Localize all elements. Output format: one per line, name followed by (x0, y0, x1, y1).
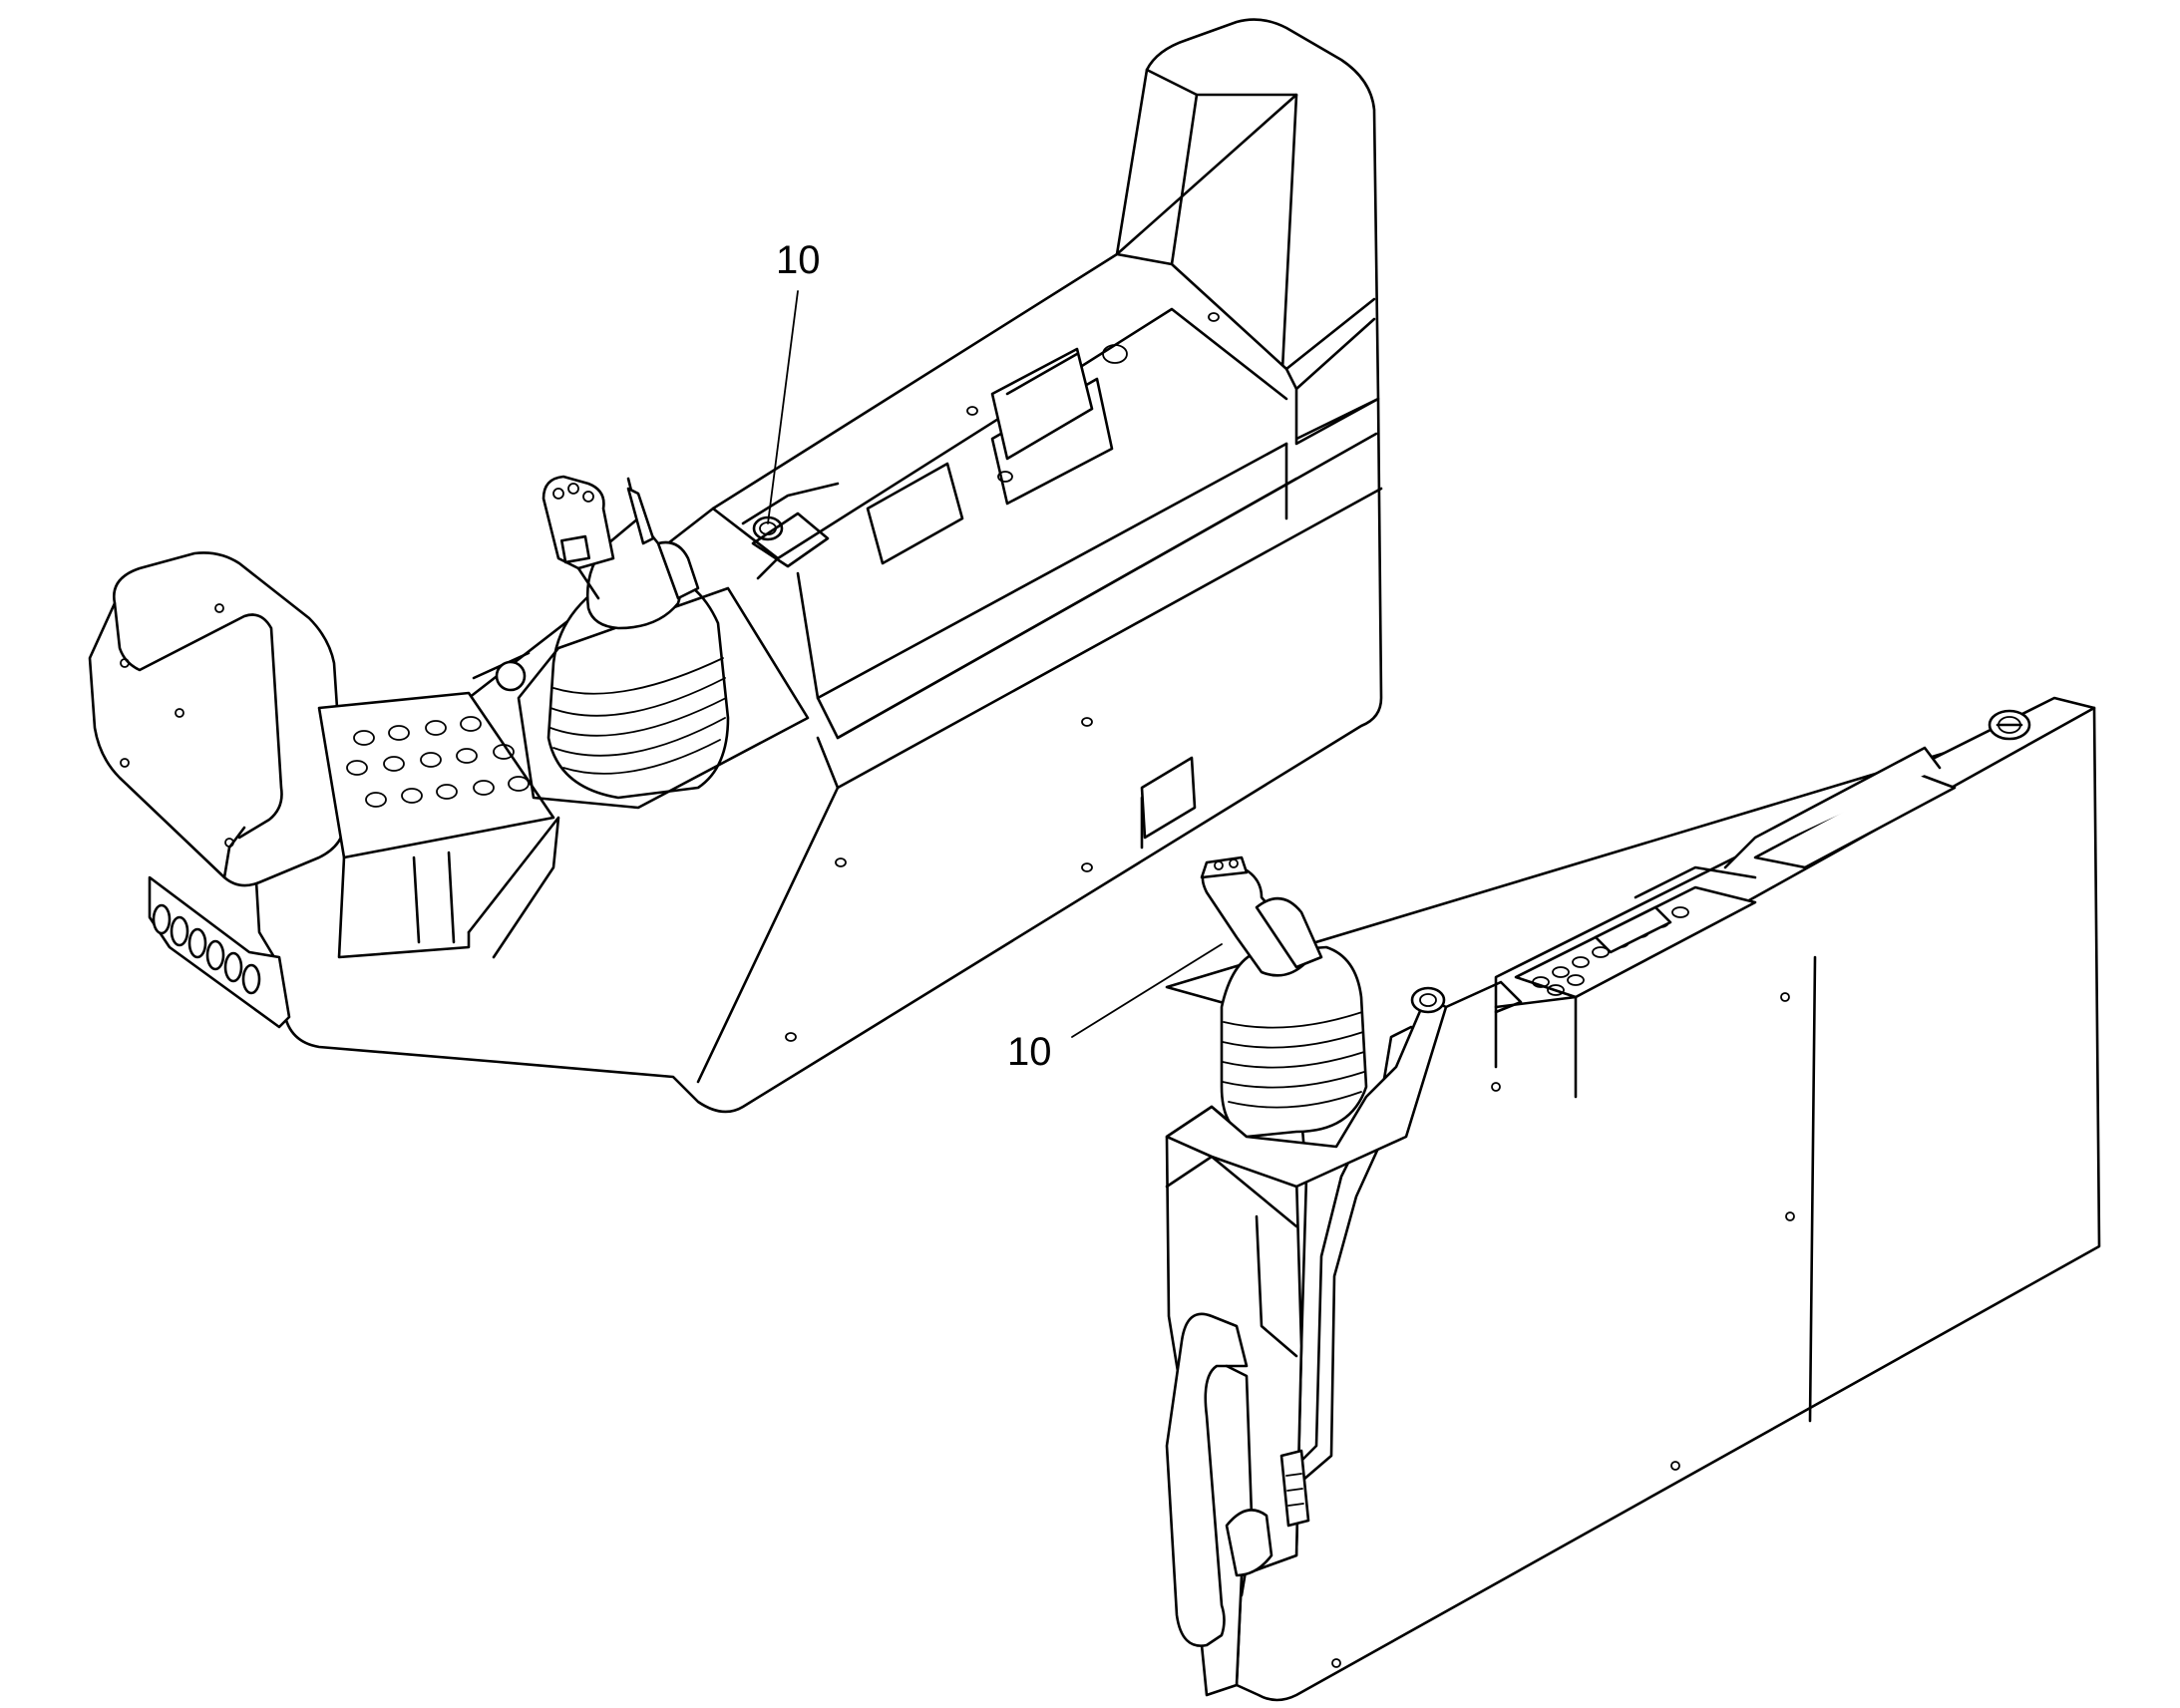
left-console-back-tower (1115, 18, 1380, 446)
left-small-knob (495, 660, 527, 692)
left-keypad-buttons (346, 716, 530, 808)
right-control-console (1165, 696, 2101, 1702)
callout-left-label: 10 (776, 238, 821, 282)
left-joystick-boot (546, 571, 730, 800)
right-console-body (1165, 706, 2101, 1702)
callout-right: 10 (1007, 943, 1223, 1074)
left-console-display-3 (990, 347, 1094, 461)
callout-right-leader (1071, 943, 1223, 1038)
callout-left: 10 (767, 238, 821, 524)
right-joystick-boot (1220, 945, 1368, 1139)
left-console-display-1 (866, 462, 964, 565)
left-keypad-plate (317, 691, 555, 859)
right-console-grab-handle (1165, 1312, 1249, 1647)
right-side-knob (1410, 986, 1446, 1014)
callout-left-leader (767, 290, 799, 524)
left-armrest (88, 551, 347, 887)
left-control-console (88, 18, 1383, 1114)
left-rocker-switches (152, 903, 261, 995)
callout-right-label: 10 (1007, 1030, 1052, 1074)
